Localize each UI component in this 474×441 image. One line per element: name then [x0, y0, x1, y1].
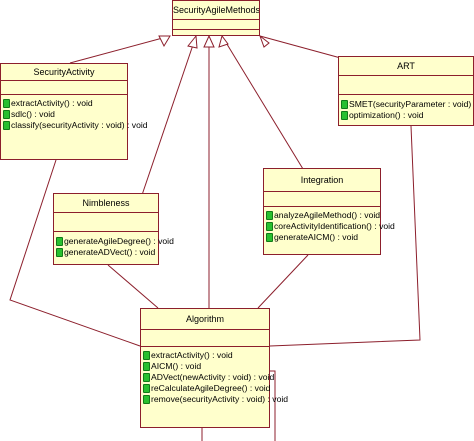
class-integration[interactable]: Integration analyzeAgileMethod() : void … — [263, 168, 395, 255]
operation-signature: classify(securityActivity : void) : void — [11, 120, 148, 130]
generalization-art — [259, 35, 349, 61]
operation-signature: AICM() : void — [151, 361, 202, 371]
operation-icon — [143, 362, 150, 371]
class-securityactivity[interactable]: SecurityActivity extractActivity() : voi… — [0, 63, 148, 160]
class-divider — [141, 329, 269, 346]
operation-row[interactable]: coreActivityIdentification() : void — [266, 221, 395, 232]
association-art-algorithm — [269, 125, 421, 347]
class-name: SecurityAgileMethods — [173, 5, 259, 15]
class-name: ART — [397, 61, 415, 71]
operations-compartment: generateAgileDegree() : void generateADV… — [54, 231, 174, 258]
operation-row[interactable]: ADVect(newActivity : void) : void — [143, 372, 274, 383]
operation-signature: remove(securityActivity : void) : void — [151, 394, 289, 404]
operation-signature: sdlc() : void — [11, 109, 55, 119]
generalization-integration — [221, 35, 304, 170]
operation-signature: generateAICM() : void — [274, 232, 359, 242]
class-art[interactable]: ART SMET(securityParameter : void) : voi… — [338, 56, 474, 126]
class-algorithm[interactable]: Algorithm extractActivity() : void AICM(… — [140, 308, 288, 428]
operation-signature: coreActivityIdentification() : void — [274, 221, 395, 231]
operation-row[interactable]: remove(securityActivity : void) : void — [143, 394, 288, 405]
class-divider — [1, 80, 127, 94]
operation-icon — [266, 211, 273, 220]
arrowhead-art — [258, 34, 270, 48]
class-divider — [54, 212, 158, 231]
operation-icon — [56, 248, 63, 257]
association-securityactivity-algorithm — [9, 159, 141, 347]
operation-signature: extractActivity() : void — [151, 350, 233, 360]
operation-row[interactable]: generateAgileDegree() : void — [56, 236, 174, 247]
generalization-securityactivity — [69, 35, 171, 64]
arrowhead-integration — [218, 34, 229, 48]
operations-compartment: extractActivity() : void sdlc() : void c… — [1, 94, 148, 131]
operation-icon — [3, 110, 10, 119]
class-name: Nimbleness — [82, 198, 130, 208]
operation-icon — [341, 111, 348, 120]
operation-row[interactable]: extractActivity() : void — [143, 350, 269, 361]
arrowhead-algorithm — [203, 34, 215, 48]
operation-signature: analyzeAgileMethod() : void — [274, 210, 381, 220]
operation-icon — [266, 233, 273, 242]
operation-row[interactable]: extractActivity() : void — [3, 98, 127, 109]
operation-icon — [3, 99, 10, 108]
operation-icon — [143, 384, 150, 393]
operations-compartment: SMET(securityParameter : void) : void op… — [339, 94, 474, 121]
operation-row[interactable]: classify(securityActivity : void) : void — [3, 120, 148, 131]
arrowhead-nimbleness — [187, 34, 198, 49]
operation-signature: generateAgileDegree() : void — [64, 236, 174, 246]
class-divider — [173, 19, 259, 29]
association-integration-algorithm — [257, 254, 309, 309]
operation-row[interactable]: generateADVect() : void — [56, 247, 158, 258]
class-nimbleness[interactable]: Nimbleness generateAgileDegree() : void … — [53, 193, 174, 265]
operation-icon — [341, 100, 348, 109]
operation-row[interactable]: SMET(securityParameter : void) : void — [341, 99, 474, 110]
operation-icon — [266, 222, 273, 231]
class-divider — [173, 29, 259, 30]
class-divider — [339, 75, 473, 94]
class-name: Algorithm — [185, 314, 224, 324]
arrowhead-securityactivity — [158, 35, 171, 48]
operation-signature: generateADVect() : void — [64, 247, 156, 257]
operation-signature: optimization() : void — [349, 110, 424, 120]
operations-compartment: analyzeAgileMethod() : void coreActivity… — [264, 206, 395, 243]
class-name: SecurityActivity — [33, 67, 95, 77]
operations-compartment: extractActivity() : void AICM() : void A… — [141, 346, 288, 405]
generalization-nimbleness — [141, 35, 197, 196]
operation-row[interactable]: generateAICM() : void — [266, 232, 380, 243]
operation-row[interactable]: analyzeAgileMethod() : void — [266, 210, 380, 221]
association-nimbleness-algorithm — [107, 264, 159, 309]
operation-row[interactable]: AICM() : void — [143, 361, 269, 372]
operation-signature: reCalculateAgileDegree() : void — [151, 383, 271, 393]
class-securityagilemethods[interactable]: SecurityAgileMethods — [172, 0, 260, 36]
operation-icon — [3, 121, 10, 130]
operation-row[interactable]: reCalculateAgileDegree() : void — [143, 383, 271, 394]
operation-signature: ADVect(newActivity : void) : void — [151, 372, 275, 382]
class-divider — [264, 191, 380, 206]
operation-signature: SMET(securityParameter : void) : void — [349, 99, 474, 109]
operation-icon — [56, 237, 63, 246]
operation-row[interactable]: optimization() : void — [341, 110, 473, 121]
operation-icon — [143, 395, 150, 404]
operation-icon — [143, 351, 150, 360]
operation-signature: extractActivity() : void — [11, 98, 93, 108]
class-name: Integration — [300, 175, 344, 185]
operation-icon — [143, 373, 150, 382]
operation-row[interactable]: sdlc() : void — [3, 109, 127, 120]
